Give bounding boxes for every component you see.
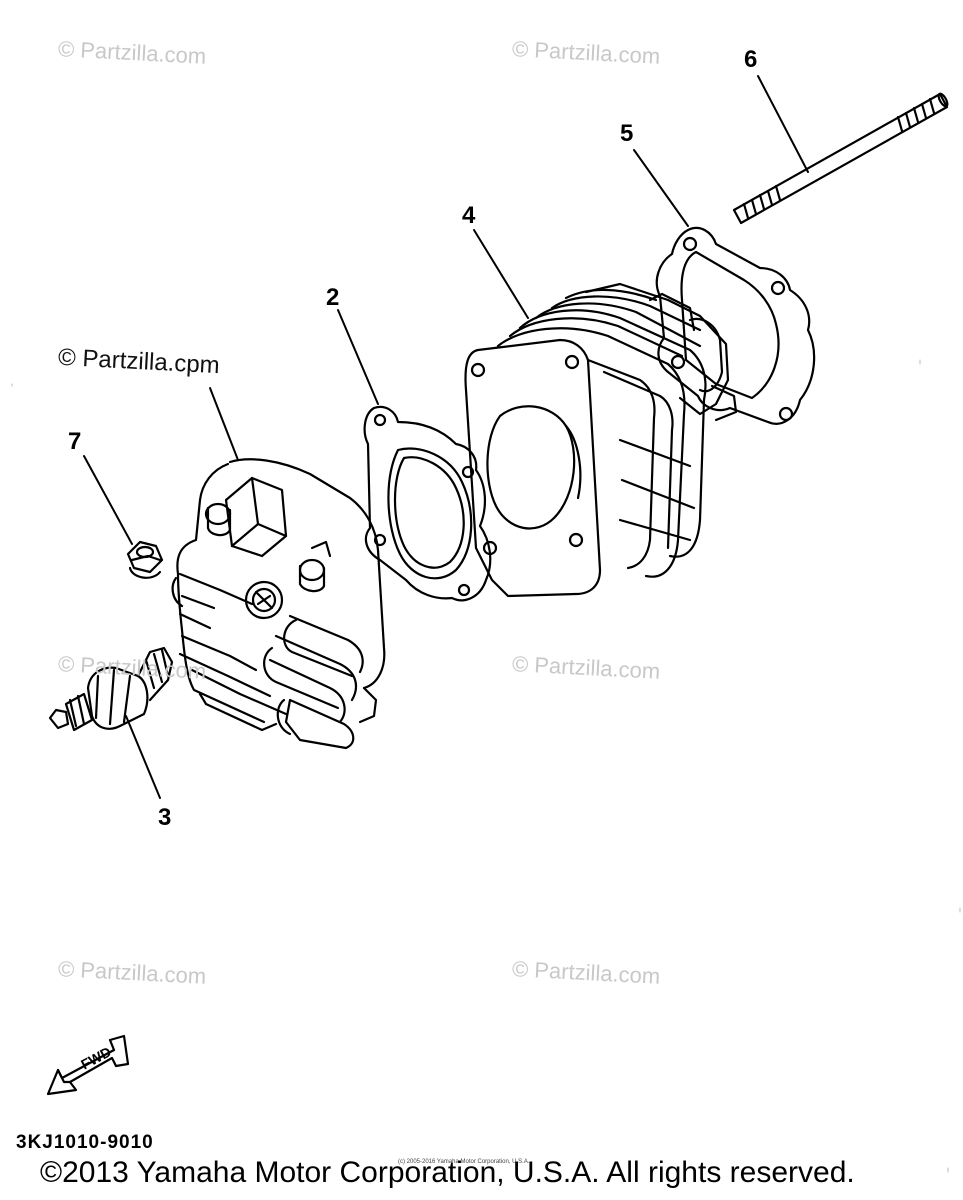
fine-print: (c) 2005-2016 Yamaha Motor Corporation, … xyxy=(398,1159,530,1165)
part-1-cylinder-head xyxy=(171,458,386,750)
part-3-spark-plug xyxy=(48,646,174,732)
leader-line-4 xyxy=(473,229,529,319)
leader-line-6 xyxy=(757,75,809,173)
callout-5: 5 xyxy=(620,120,634,147)
leader-lines xyxy=(83,75,809,799)
callout-2: 2 xyxy=(326,284,340,311)
callout-6: 6 xyxy=(744,46,758,73)
diagram-code: 3KJ1010-9010 xyxy=(16,1132,154,1153)
copyright-notice: ©2013 Yamaha Motor Corporation, U.S.A. A… xyxy=(40,1156,855,1189)
fwd-arrow-icon xyxy=(46,1034,130,1096)
leader-line-3 xyxy=(125,715,161,799)
leader-line-5 xyxy=(633,149,689,227)
leader-line-2 xyxy=(337,309,379,405)
part-6-stud-bolt xyxy=(732,92,949,225)
part-5-base-gasket xyxy=(655,226,816,425)
part-2-head-gasket xyxy=(363,405,492,602)
stray-marks xyxy=(11,359,961,1173)
part-7-nut xyxy=(126,540,164,579)
part-4-cylinder xyxy=(464,282,738,598)
callout-3: 3 xyxy=(158,804,172,831)
leader-line-7 xyxy=(83,455,133,545)
callout-4: 4 xyxy=(462,202,476,229)
callout-7: 7 xyxy=(68,428,82,455)
leader-line-1 xyxy=(209,387,239,461)
